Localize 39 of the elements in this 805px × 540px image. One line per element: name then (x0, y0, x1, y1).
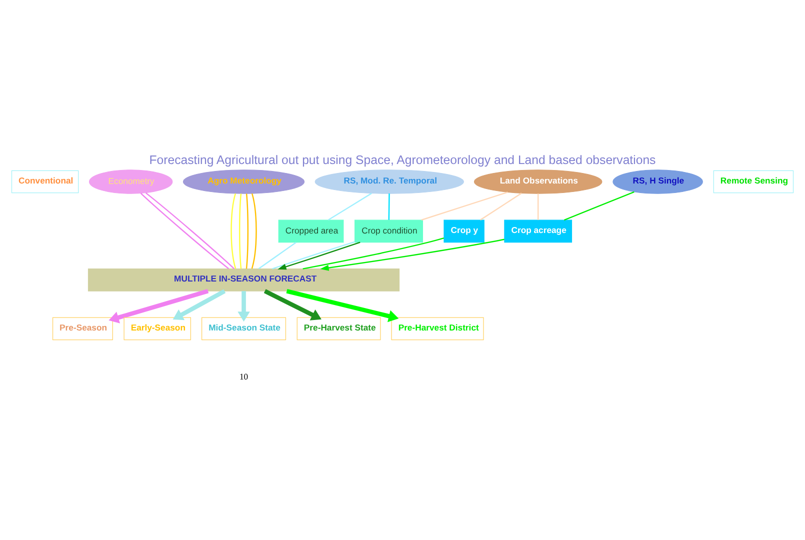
node-box: Early-Season (124, 317, 191, 340)
node-ellipse: Land Observations (474, 170, 602, 194)
node-box: Pre-Harvest State (296, 317, 381, 340)
connector (238, 194, 242, 269)
node-box: Pre-Season (52, 317, 113, 340)
connector (246, 194, 249, 269)
node-box: MULTIPLE IN-SEASON FORECAST (88, 268, 400, 292)
arrow (320, 238, 504, 271)
arrow (238, 291, 250, 322)
node-box: Crop acreage (504, 220, 572, 243)
connector (388, 194, 390, 220)
arrow (108, 289, 209, 324)
connector (251, 193, 257, 269)
node-box: Mid-Season State (202, 317, 286, 340)
connector (421, 192, 508, 221)
node-box: Cropped area (278, 220, 344, 243)
node-ellipse: RS, Mod. Re. Temporal (314, 170, 464, 194)
connector (230, 193, 236, 269)
node-box: Pre-Harvest District (391, 317, 484, 340)
connector (272, 241, 355, 270)
node-box: Remote Sensing (713, 170, 794, 194)
node-box: Crop y (444, 220, 484, 243)
connector (258, 242, 296, 270)
diagram-title: Forecasting Agricultural out put using Space, Agrometeorology and Land based observations (149, 152, 656, 167)
connector (564, 191, 634, 221)
label: 10 (239, 372, 248, 382)
connector (537, 194, 539, 220)
connector (328, 192, 372, 221)
node-ellipse: Agro Meteorology (182, 170, 305, 194)
node-box: Conventional (11, 170, 79, 194)
arrow (278, 242, 360, 270)
arrow (264, 289, 322, 320)
arrow (286, 289, 399, 322)
connector (302, 237, 444, 270)
node-ellipse: RS, H Single (612, 170, 703, 194)
node-box: Crop condition (354, 220, 424, 243)
arrow (172, 289, 226, 320)
node-ellipse: Econometry (88, 170, 173, 194)
connector (480, 192, 522, 220)
